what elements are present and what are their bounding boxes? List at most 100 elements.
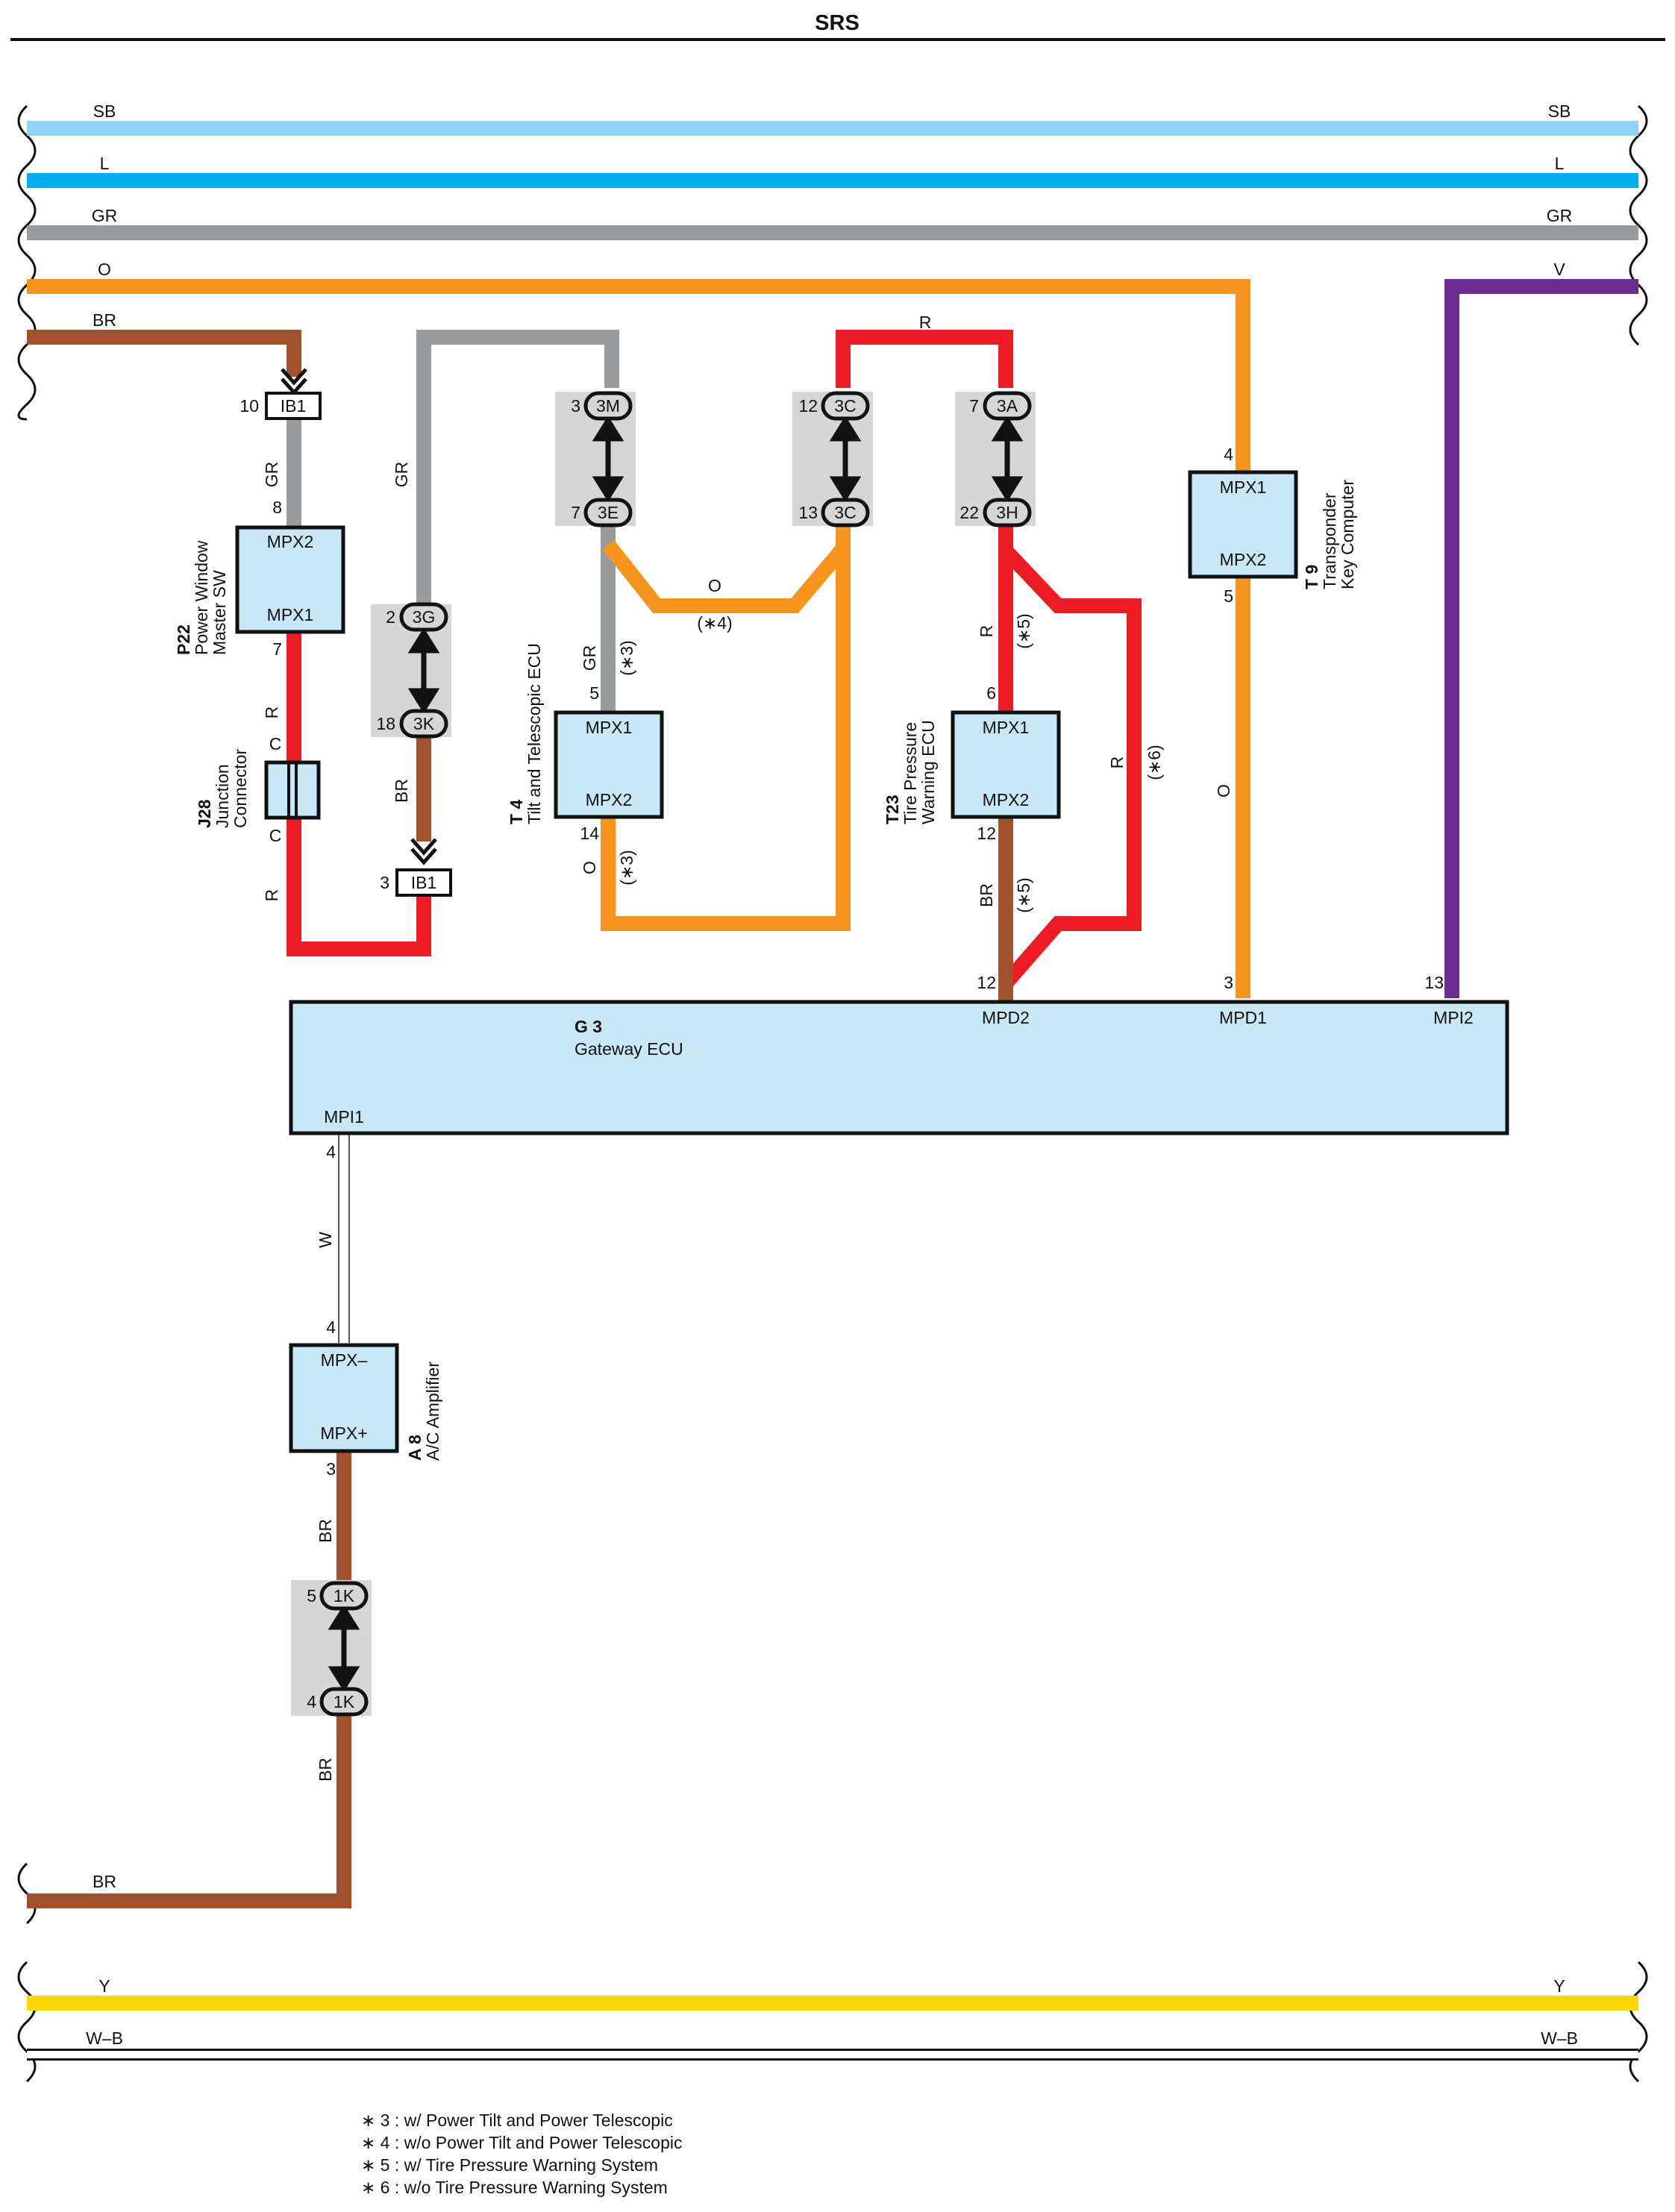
svg-text:3E: 3E (598, 503, 619, 522)
connector-3k: 3K (399, 709, 448, 739)
t4-pin-mpx2: MPX2 (586, 790, 633, 809)
footnote-4: ∗ 4 : w/o Power Tilt and Power Telescopi… (361, 2133, 683, 2152)
svg-text:W: W (316, 1232, 335, 1248)
component-t23: MPX1 MPX2 T23 Tire Pressure Warning ECU (883, 710, 1061, 824)
svg-text:12: 12 (798, 396, 818, 416)
wire-1k-out (27, 1705, 351, 1908)
wire-labels: GR R R GR BR GR (∗3) O (∗4) O (∗3) R R (… (262, 313, 1233, 1782)
p22-name-1: Power Window (192, 540, 211, 655)
v-label-right: V (1553, 260, 1565, 279)
svg-text:18: 18 (376, 714, 395, 733)
svg-text:GR: GR (392, 462, 411, 488)
wire-r-bypass (1000, 545, 1142, 988)
svg-text:R: R (262, 706, 281, 719)
connector-1k-top: 1K (319, 1581, 369, 1611)
t23-name-2: Warning ECU (918, 720, 938, 824)
svg-text:R: R (262, 889, 281, 902)
y-label-left: Y (98, 1976, 110, 1996)
svg-text:(∗5): (∗5) (1014, 877, 1033, 912)
svg-text:3G: 3G (413, 607, 436, 627)
gr-label-right: GR (1547, 206, 1573, 225)
svg-text:3: 3 (571, 396, 580, 416)
svg-text:O: O (1214, 784, 1233, 798)
connector-3g: 3G (399, 602, 448, 632)
svg-text:5: 5 (307, 1586, 316, 1605)
j28-name-1: Junction (213, 764, 232, 828)
gr-label-left: GR (92, 206, 118, 225)
t23-name-1: Tire Pressure (901, 722, 920, 824)
g3-name: Gateway ECU (574, 1039, 683, 1059)
a8-code: A 8 (405, 1435, 425, 1461)
svg-text:1K: 1K (334, 1692, 355, 1711)
svg-text:6: 6 (986, 683, 996, 703)
a8-name: A/C Amplifier (423, 1362, 442, 1461)
svg-text:GR: GR (262, 462, 281, 488)
j28-name-2: Connector (231, 749, 250, 828)
connector-ib1-top: IB1 (265, 368, 322, 420)
br-label-left: BR (93, 310, 116, 330)
t4-code: T 4 (507, 800, 526, 824)
sb-label-left: SB (93, 101, 116, 121)
p22-name-2: Master SW (210, 570, 229, 655)
t9-pin-mpx1: MPX1 (1220, 477, 1267, 497)
t4-name-1: Tilt and Telescopic ECU (525, 643, 544, 824)
right-break-marks (1629, 104, 1648, 2083)
connector-1k-bottom: 1K (319, 1687, 369, 1717)
svg-text:BR: BR (977, 883, 996, 907)
br-bottom-label-left: BR (93, 1872, 116, 1891)
svg-text:3A: 3A (997, 396, 1018, 416)
g3-code: G 3 (574, 1017, 602, 1036)
svg-text:IB1: IB1 (411, 873, 437, 892)
o-label-left: O (98, 260, 111, 279)
svg-text:R: R (1107, 756, 1127, 769)
t23-code: T23 (883, 795, 902, 824)
svg-text:(∗6): (∗6) (1145, 745, 1164, 780)
footnote-5: ∗ 5 : w/ Tire Pressure Warning System (361, 2155, 658, 2175)
svg-text:R: R (919, 313, 932, 332)
footnote-3: ∗ 3 : w/ Power Tilt and Power Telescopic (361, 2111, 673, 2130)
svg-text:GR: GR (580, 645, 599, 671)
g3-pin-mpi2: MPI2 (1433, 1008, 1474, 1027)
svg-text:7: 7 (969, 396, 979, 416)
j28-pin-bottom: C (269, 826, 282, 845)
wb-label-left: W–B (86, 2028, 123, 2048)
g3-pin-mpi1: MPI1 (324, 1107, 364, 1127)
svg-text:IB1: IB1 (281, 396, 307, 416)
t23-pin-mpx1: MPX1 (983, 718, 1030, 737)
connector-3m: 3M (583, 391, 633, 421)
component-g3: G 3 Gateway ECU MPD2 MPD1 MPI2 MPI1 (289, 1000, 1509, 1135)
footnote-6: ∗ 6 : w/o Tire Pressure Warning System (361, 2178, 668, 2197)
svg-text:3: 3 (380, 873, 389, 892)
wire-r-top (836, 330, 1013, 388)
t9-code: T 9 (1302, 565, 1321, 589)
t9-pin-mpx2: MPX2 (1220, 550, 1267, 569)
svg-text:BR: BR (316, 1519, 335, 1543)
connector-3c-top: 3C (821, 391, 870, 421)
wb-label-right: W–B (1541, 2028, 1578, 2048)
svg-text:BR: BR (392, 779, 411, 803)
p22-pin-mpx1: MPX1 (267, 605, 314, 624)
l-label-right: L (1555, 154, 1565, 173)
component-a8: MPX– MPX+ A 8 A/C Amplifier (289, 1343, 442, 1461)
svg-text:R: R (977, 625, 996, 638)
svg-text:7: 7 (571, 503, 580, 522)
footnotes: ∗ 3 : w/ Power Tilt and Power Telescopic… (361, 2111, 683, 2197)
connector-3e: 3E (583, 498, 633, 527)
svg-text:3: 3 (326, 1459, 336, 1479)
y-label-right: Y (1553, 1976, 1565, 1996)
p22-pin-mpx2: MPX2 (267, 532, 314, 551)
j28-code: J28 (195, 799, 214, 828)
br-bus-wire (27, 330, 301, 377)
a8-pin-mpx-minus: MPX– (321, 1350, 368, 1370)
svg-text:3C: 3C (834, 503, 856, 522)
splice-arrows (328, 416, 1024, 1692)
svg-text:O: O (708, 576, 721, 595)
svg-text:13: 13 (1424, 973, 1444, 992)
svg-text:12: 12 (977, 824, 996, 843)
t9-name-2: Key Computer (1338, 480, 1357, 589)
svg-text:3C: 3C (834, 396, 856, 416)
component-p22: MPX2 MPX1 P22 Power Window Master SW (174, 525, 345, 655)
t23-pin-mpx2: MPX2 (983, 790, 1030, 809)
svg-text:1K: 1K (334, 1586, 355, 1605)
